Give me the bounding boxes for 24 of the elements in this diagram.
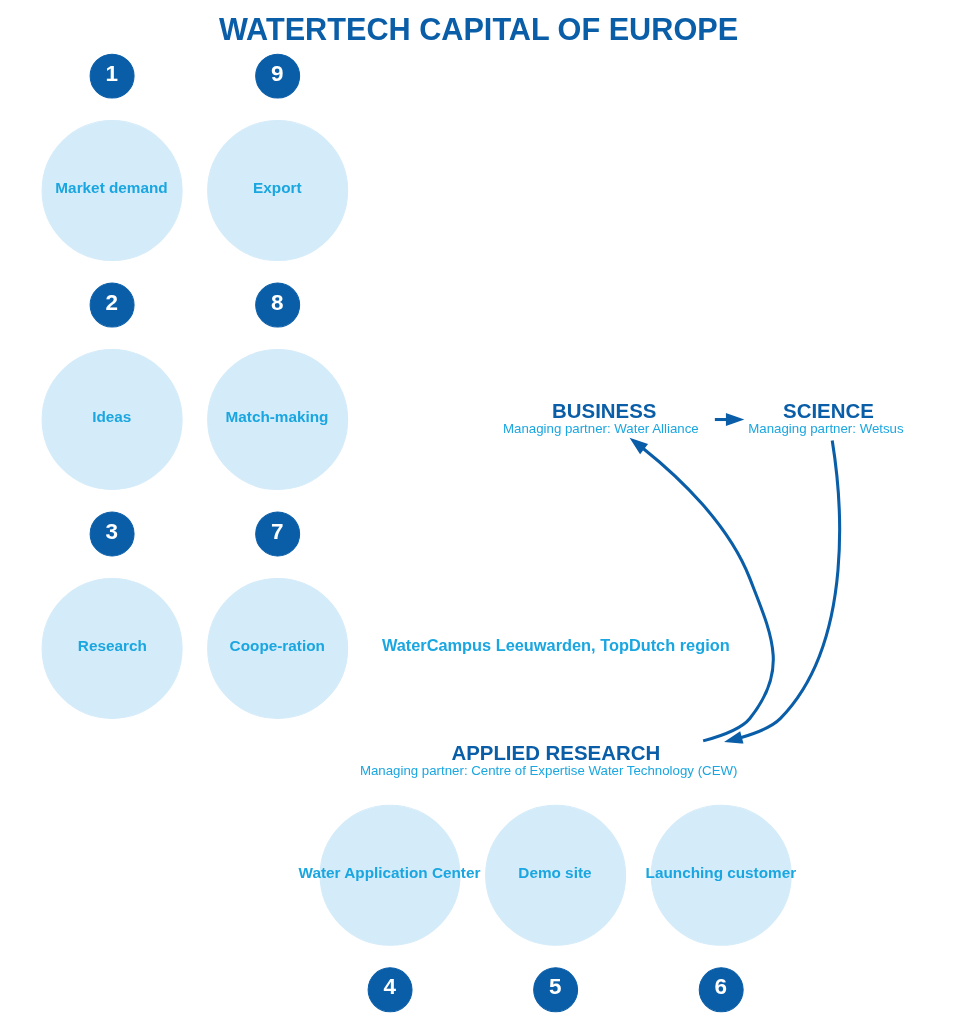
node-circle: 7 [255,511,301,557]
node-circle: Match-making [207,349,349,491]
node-circle: 9 [255,53,301,99]
node-circle: Demo site [485,804,627,946]
node-circle: Ideas [41,349,183,491]
node-circle: Export [207,120,349,262]
arrow [724,440,841,744]
node-circle: 8 [255,282,301,328]
node-text: APPLIED RESEARCH Managing partner: Centre of Expertise Water Technology (CEW) [359,742,738,779]
node-circle: 6 [698,967,744,1013]
node-circle: 4 [367,967,413,1013]
node-circle: 1 [89,53,135,99]
diagram-title: WATERTECH CAPITAL OF EUROPE [218,11,739,46]
node-circle: Market demand [41,120,183,262]
node-circle: Research [41,577,183,719]
node-circle: 3 [89,511,135,557]
node-text: BUSINESS Managing partner: Water Alliance [503,399,699,436]
node-circle: 5 [533,967,579,1013]
arrow [629,437,775,743]
node-circle: 2 [89,282,135,328]
node-circle: Coope-ration [207,577,349,719]
node-label: Water Application Center [298,863,481,881]
label: WaterCampus Leeuwarden, TopDutch region [381,636,730,655]
node-text: SCIENCE Managing partner: Wetsus [748,399,904,436]
